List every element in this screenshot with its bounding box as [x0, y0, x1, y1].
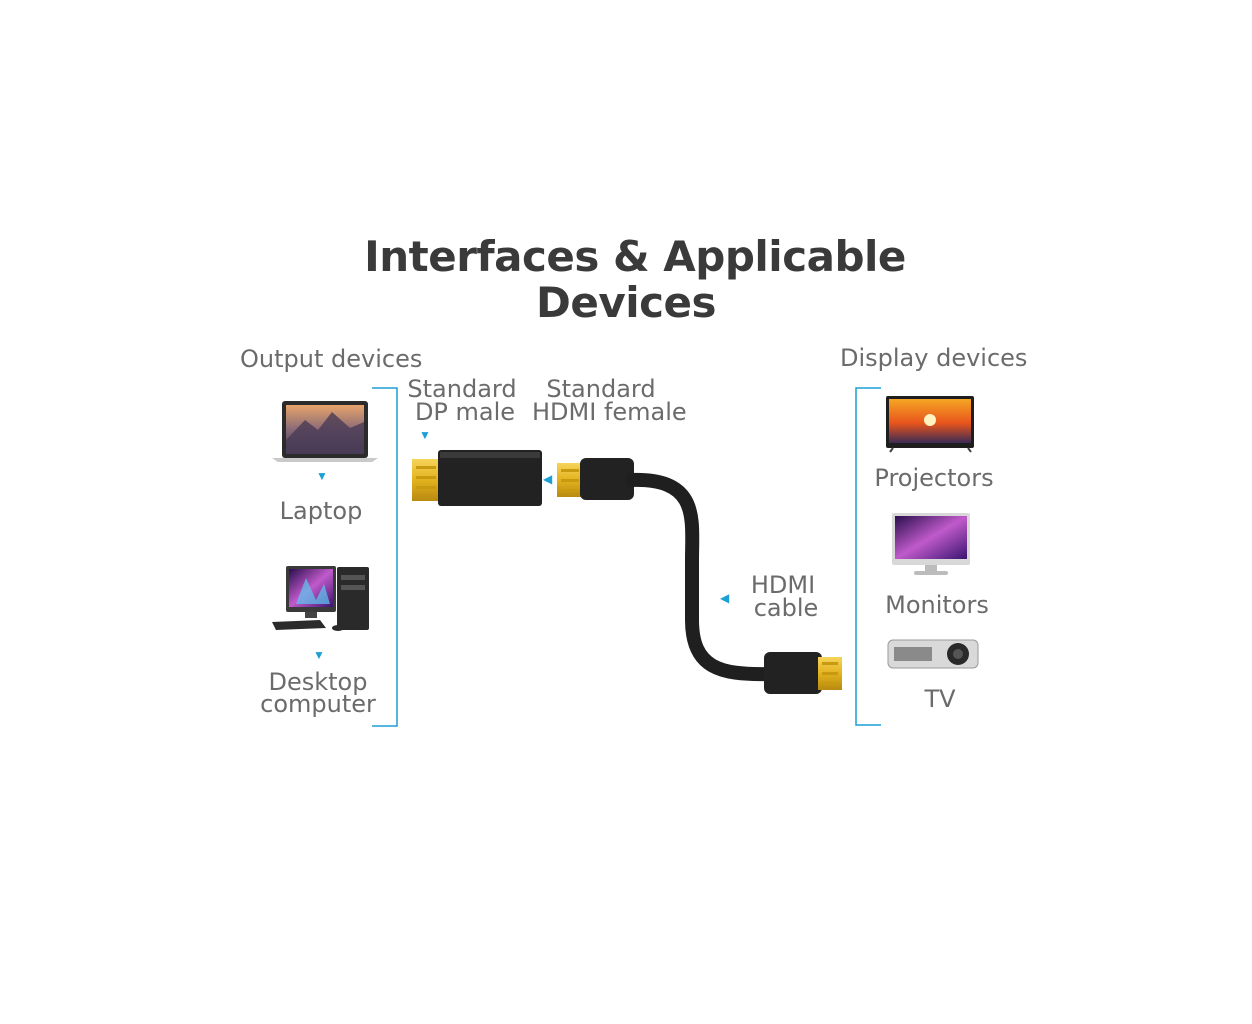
dp-label-line-1: Standard: [407, 375, 517, 403]
display-item-2-label: Monitors: [885, 591, 989, 619]
dp-adapter: [412, 450, 542, 506]
arrow-down-icon: ▼: [419, 428, 431, 442]
dp-label-line-2: DP male: [414, 398, 516, 426]
desktop-label-line-1: Desktop: [268, 668, 368, 696]
monitor-icon: [892, 513, 970, 575]
output-devices-heading: Output devices: [240, 345, 423, 373]
title-line-1: Interfaces & Applicable: [364, 232, 906, 281]
desktop-label-line-2: computer: [260, 690, 376, 718]
page-title: Interfaces & Applicable Devices: [0, 234, 1252, 326]
display-devices-heading: Display devices: [840, 344, 1028, 372]
output-bracket: [372, 387, 398, 727]
hdmi-plug-right: [764, 652, 842, 694]
laptop-label: Laptop: [279, 497, 363, 525]
desktop-computer-icon: [272, 566, 369, 631]
display-bracket: [855, 387, 881, 726]
display-item-3-label: TV: [924, 685, 956, 713]
hdmi-cable-label-line-2: cable: [753, 594, 819, 622]
hdmi-cable: [625, 472, 775, 682]
hdmi-plug-left: [557, 458, 634, 500]
arrow-left-icon: ◀: [543, 472, 553, 486]
hdmi-female-label-line-2: HDMI female: [532, 398, 687, 426]
arrow-down-icon: ▼: [316, 469, 328, 483]
hdmi-cable-label-line-1: HDMI: [750, 571, 816, 599]
projector-icon: [887, 639, 979, 669]
display-item-1-label: Projectors: [874, 464, 994, 492]
title-line-2: Devices: [535, 278, 717, 327]
arrow-down-icon: ▼: [313, 648, 325, 662]
tv-screen-icon: [886, 396, 974, 453]
hdmi-female-label-line-1: Standard: [546, 375, 656, 403]
arrow-left-icon: ◀: [720, 591, 730, 605]
laptop-icon: [272, 401, 378, 462]
